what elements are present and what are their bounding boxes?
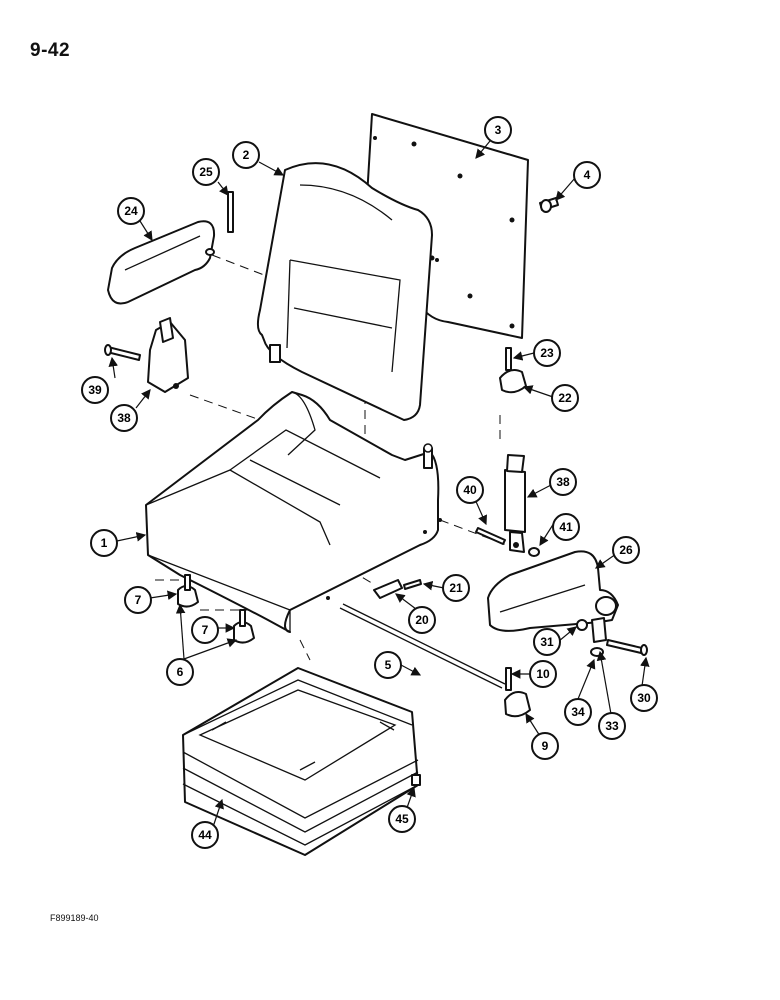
svg-text:10: 10 [536,667,550,681]
svg-text:26: 26 [619,543,633,557]
callout-40: 40 [456,476,484,504]
knob-part-6-right [233,609,255,644]
svg-text:3: 3 [495,123,502,137]
suspension-bellows-part-44 [182,667,419,856]
svg-text:45: 45 [395,812,409,826]
callout-22: 22 [551,384,579,412]
callout-23: 23 [533,339,561,367]
callout-5: 5 [374,651,402,679]
svg-text:7: 7 [135,593,142,607]
callout-39: 39 [81,376,109,404]
callout-41: 41 [552,513,580,541]
svg-text:20: 20 [415,613,429,627]
callout-34: 34 [564,698,592,726]
screw-part-23 [505,347,512,371]
svg-text:1: 1 [101,536,108,550]
svg-text:21: 21 [449,581,463,595]
svg-text:6: 6 [177,665,184,679]
svg-text:38: 38 [556,475,570,489]
svg-text:34: 34 [571,705,585,719]
page-number: 9-42 [30,40,71,61]
left-bracket-part-38 [147,317,189,393]
bracket-part-33 [591,617,607,643]
callout-7-left: 7 [124,586,152,614]
figure-reference: F899189-40 [50,913,99,923]
bolt-part-30 [606,639,648,656]
pin-part-25 [227,191,234,233]
callout-33: 33 [598,712,626,740]
callout-21: 21 [442,574,470,602]
nut-part-34 [590,647,604,657]
plate-part-20 [373,579,403,599]
screw-part-10 [505,667,512,691]
callout-3: 3 [484,116,512,144]
callout-44: 44 [191,821,219,849]
svg-text:25: 25 [199,165,213,179]
callout-26: 26 [612,536,640,564]
svg-text:41: 41 [559,520,573,534]
callout-25: 25 [192,158,220,186]
knob-part-9 [504,691,531,718]
svg-text:7: 7 [202,623,209,637]
callout-7-right: 7 [191,616,219,644]
callout-38-left: 38 [110,404,138,432]
washer-part-41 [528,547,540,557]
fastener-part-40 [475,527,506,545]
svg-text:4: 4 [584,168,591,182]
svg-text:22: 22 [558,391,572,405]
rod-part-5 [339,603,506,689]
seat-cushion-part-1 [145,391,442,633]
svg-text:44: 44 [198,828,212,842]
callout-6: 6 [166,658,194,686]
svg-text:38: 38 [117,411,131,425]
svg-text:5: 5 [385,658,392,672]
callout-24: 24 [117,197,145,225]
svg-text:33: 33 [605,719,619,733]
right-armrest-part-26 [487,550,619,632]
knob-part-22 [499,369,527,394]
svg-text:30: 30 [637,691,651,705]
svg-text:9: 9 [542,739,549,753]
svg-text:39: 39 [88,383,102,397]
callout-2: 2 [232,141,260,169]
callout-9: 9 [531,732,559,760]
callout-45: 45 [388,805,416,833]
seat-back-cushion-part-2 [256,162,439,421]
svg-text:31: 31 [540,635,554,649]
callout-1: 1 [90,529,118,557]
screw-part-4 [539,197,559,213]
callout-31: 31 [533,628,561,656]
screw-part-21 [403,579,422,590]
spacer-part-31 [576,619,588,631]
svg-text:24: 24 [124,204,138,218]
fitting-part-45 [411,774,421,786]
callout-38-right: 38 [549,468,577,496]
svg-text:40: 40 [463,483,477,497]
callout-30: 30 [630,684,658,712]
bolt-part-39 [104,344,141,361]
callout-10: 10 [529,660,557,688]
svg-text:23: 23 [540,346,554,360]
callout-20: 20 [408,606,436,634]
seat-belt-part-38 [504,454,526,553]
svg-text:2: 2 [243,148,250,162]
callout-4: 4 [573,161,601,189]
left-armrest-part-24 [107,220,216,305]
